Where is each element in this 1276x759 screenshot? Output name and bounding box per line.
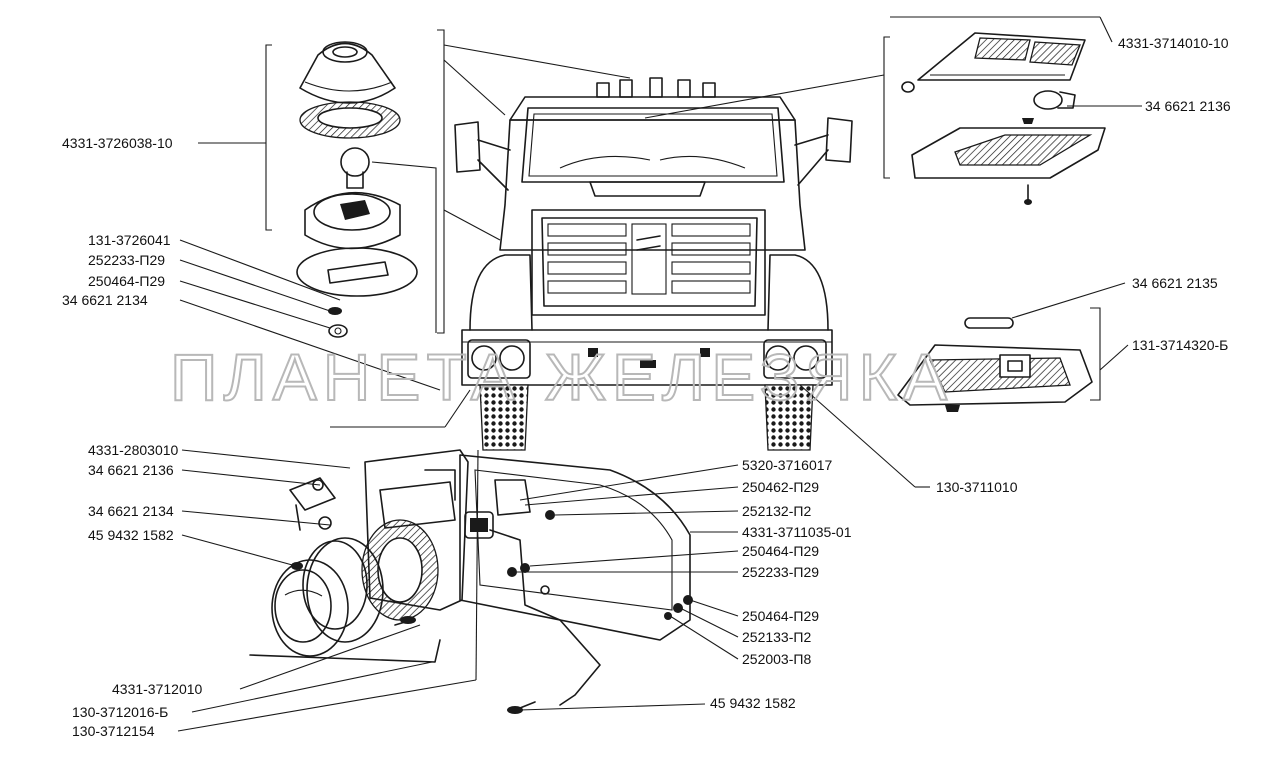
label-252233-p29-left: 252233-П29 bbox=[88, 252, 165, 268]
watermark-text: ПЛАНЕТА ЖЕЛЕЗЯКА bbox=[170, 340, 953, 414]
label-4331-3726038-10: 4331-3726038-10 bbox=[62, 135, 173, 151]
label-252133-p2: 252133-П2 bbox=[742, 629, 811, 645]
label-252233-p29-right: 252233-П29 bbox=[742, 564, 819, 580]
label-250462-p29: 250462-П29 bbox=[742, 479, 819, 495]
label-130-3712016-b: 130-3712016-Б bbox=[72, 704, 168, 720]
label-130-3712154: 130-3712154 bbox=[72, 723, 155, 739]
label-250464-p29-left: 250464-П29 bbox=[88, 273, 165, 289]
leader-lines bbox=[177, 16, 1142, 732]
label-4331-3712010: 4331-3712010 bbox=[112, 681, 203, 697]
label-131-3714320-b: 131-3714320-Б bbox=[1132, 337, 1228, 353]
label-250464-p29-bottom: 250464-П29 bbox=[742, 608, 819, 624]
label-131-3726041: 131-3726041 bbox=[88, 232, 171, 248]
label-252132-p2: 252132-П2 bbox=[742, 503, 811, 519]
top-right-lamp-drawing bbox=[901, 32, 1106, 205]
label-34-6621-2135: 34 6621 2135 bbox=[1132, 275, 1218, 291]
label-45-9432-1582-bottom: 45 9432 1582 bbox=[710, 695, 796, 711]
label-34-6621-2134-bottom: 34 6621 2134 bbox=[88, 503, 174, 519]
truck-cab-drawing bbox=[454, 77, 853, 451]
headlamp-assembly-drawing bbox=[249, 449, 693, 714]
label-4331-2803010: 4331-2803010 bbox=[88, 442, 179, 458]
side-marker-lamp-drawing bbox=[897, 317, 1093, 412]
label-130-3711010: 130-3711010 bbox=[936, 479, 1018, 495]
label-4331-3714010-10: 4331-3714010-10 bbox=[1118, 35, 1229, 51]
label-252003-p8: 252003-П8 bbox=[742, 651, 811, 667]
part-labels: 4331-3714010-10 34 6621 2136 4331-372603… bbox=[62, 35, 1231, 739]
label-45-9432-1582-left: 45 9432 1582 bbox=[88, 527, 174, 543]
label-250464-p29-mid: 250464-П29 bbox=[742, 543, 819, 559]
label-4331-3711035-01: 4331-3711035-01 bbox=[742, 524, 852, 540]
label-5320-3716017: 5320-3716017 bbox=[742, 457, 833, 473]
label-34-6621-2136-top: 34 6621 2136 bbox=[1145, 98, 1231, 114]
label-34-6621-2134-left: 34 6621 2134 bbox=[62, 292, 148, 308]
label-34-6621-2136-bottom: 34 6621 2136 bbox=[88, 462, 174, 478]
roof-marker-lamp-drawing bbox=[296, 41, 418, 338]
